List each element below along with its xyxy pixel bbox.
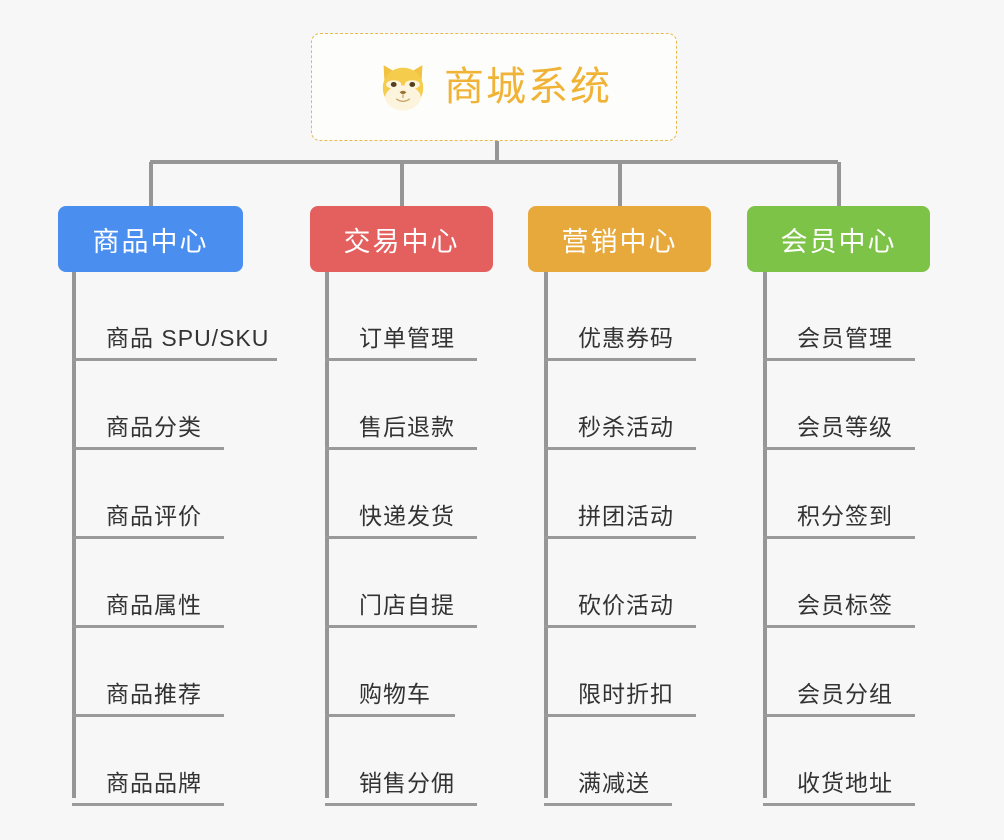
leaf-label: 购物车 <box>359 680 431 707</box>
leaf-label: 会员分组 <box>797 680 893 707</box>
leaf-item[interactable]: 满减送 <box>544 717 672 806</box>
leaf-underline <box>763 625 915 628</box>
leaf-item[interactable]: 商品品牌 <box>72 717 224 806</box>
leaf-item[interactable]: 商品 SPU/SKU <box>72 272 277 361</box>
leaf-underline <box>763 447 915 450</box>
category-label: 营销中心 <box>561 226 678 257</box>
leaf-underline <box>72 447 224 450</box>
category-drop-4 <box>836 162 841 208</box>
leaf-label: 会员等级 <box>797 413 893 440</box>
leaf-item[interactable]: 收货地址 <box>763 717 915 806</box>
category-drop-3 <box>617 162 622 208</box>
category-bus <box>150 160 838 164</box>
leaf-underline <box>325 358 477 361</box>
dog-face-icon <box>382 65 424 111</box>
leaf-underline <box>325 447 477 450</box>
leaf-underline <box>763 803 915 806</box>
leaf-underline <box>325 803 477 806</box>
category-box-1[interactable]: 商品中心 <box>58 206 243 272</box>
root-title: 商城系统 <box>444 65 612 109</box>
leaf-label: 销售分佣 <box>359 769 455 796</box>
leaf-underline <box>325 536 477 539</box>
leaf-label: 售后退款 <box>359 413 455 440</box>
leaf-label: 门店自提 <box>359 591 455 618</box>
leaf-underline <box>763 714 915 717</box>
leaf-underline <box>544 358 696 361</box>
leaf-item[interactable]: 秒杀活动 <box>544 361 696 450</box>
leaf-label: 商品属性 <box>106 591 202 618</box>
leaf-item[interactable]: 拼团活动 <box>544 450 696 539</box>
leaf-label: 会员管理 <box>797 324 893 351</box>
root-node[interactable]: 商城系统 <box>311 33 677 141</box>
leaf-underline <box>763 358 915 361</box>
leaf-underline <box>763 536 915 539</box>
leaf-underline <box>72 625 224 628</box>
leaf-trunk <box>325 272 329 798</box>
category-box-4[interactable]: 会员中心 <box>747 206 930 272</box>
leaf-label: 收货地址 <box>797 769 893 796</box>
leaf-underline <box>544 447 696 450</box>
leaf-underline <box>325 625 477 628</box>
leaf-label: 限时折扣 <box>578 680 674 707</box>
leaf-trunk <box>72 272 76 798</box>
leaf-underline <box>72 536 224 539</box>
leaf-label: 满减送 <box>578 769 650 796</box>
leaf-item[interactable]: 限时折扣 <box>544 628 696 717</box>
leaf-item[interactable]: 商品分类 <box>72 361 224 450</box>
category-drop-2 <box>399 162 404 208</box>
leaf-label: 拼团活动 <box>578 502 674 529</box>
leaf-underline <box>72 714 224 717</box>
leaf-item[interactable]: 快递发货 <box>325 450 477 539</box>
leaf-item[interactable]: 订单管理 <box>325 272 477 361</box>
leaf-label: 快递发货 <box>359 502 455 529</box>
leaf-underline <box>544 625 696 628</box>
leaf-label: 会员标签 <box>797 591 893 618</box>
leaf-label: 商品推荐 <box>106 680 202 707</box>
leaf-trunk <box>763 272 767 798</box>
category-box-2[interactable]: 交易中心 <box>310 206 493 272</box>
leaf-label: 优惠券码 <box>578 324 674 351</box>
leaf-underline <box>544 714 696 717</box>
leaf-item[interactable]: 砍价活动 <box>544 539 696 628</box>
leaf-underline <box>72 803 224 806</box>
leaf-label: 商品 SPU/SKU <box>106 324 270 351</box>
category-label: 会员中心 <box>780 226 897 257</box>
leaf-item[interactable]: 优惠券码 <box>544 272 696 361</box>
leaf-underline <box>544 536 696 539</box>
leaf-item[interactable]: 商品属性 <box>72 539 224 628</box>
leaf-label: 秒杀活动 <box>578 413 674 440</box>
leaf-item[interactable]: 售后退款 <box>325 361 477 450</box>
leaf-underline <box>325 714 455 717</box>
root-stem <box>495 141 499 162</box>
leaf-label: 订单管理 <box>359 324 455 351</box>
leaf-item[interactable]: 门店自提 <box>325 539 477 628</box>
category-box-3[interactable]: 营销中心 <box>528 206 711 272</box>
leaf-label: 商品评价 <box>106 502 202 529</box>
leaf-label: 商品分类 <box>106 413 202 440</box>
leaf-label: 砍价活动 <box>578 591 674 618</box>
leaf-item[interactable]: 商品推荐 <box>72 628 224 717</box>
leaf-item[interactable]: 销售分佣 <box>325 717 477 806</box>
leaf-underline <box>72 358 277 361</box>
leaf-item[interactable]: 会员标签 <box>763 539 915 628</box>
leaf-item[interactable]: 购物车 <box>325 628 455 717</box>
category-label: 交易中心 <box>343 226 460 257</box>
leaf-label: 商品品牌 <box>106 769 202 796</box>
leaf-item[interactable]: 会员等级 <box>763 361 915 450</box>
leaf-label: 积分签到 <box>797 502 893 529</box>
leaf-item[interactable]: 会员分组 <box>763 628 915 717</box>
category-label: 商品中心 <box>92 226 209 257</box>
category-drop-1 <box>148 162 153 208</box>
leaf-item[interactable]: 会员管理 <box>763 272 915 361</box>
leaf-trunk <box>544 272 548 798</box>
leaf-item[interactable]: 商品评价 <box>72 450 224 539</box>
leaf-underline <box>544 803 672 806</box>
leaf-item[interactable]: 积分签到 <box>763 450 915 539</box>
